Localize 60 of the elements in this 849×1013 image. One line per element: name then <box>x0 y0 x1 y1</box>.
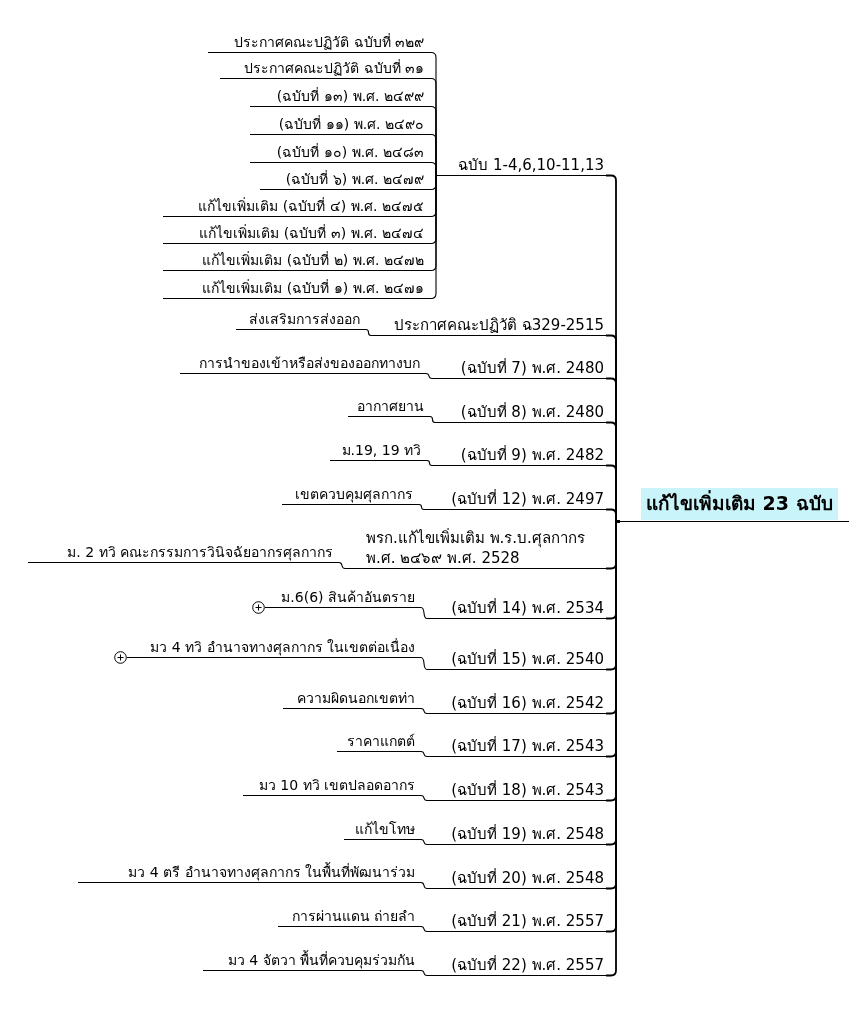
subtopic-label: มว 4 จัตวา พื้นที่ควบคุมร่วมกัน <box>203 951 421 971</box>
subtopic-label: ความผิดนอกเขตท่า <box>283 689 421 709</box>
branch-topic-label: (ฉบับที่ 16) พ.ศ. 2542 <box>427 692 606 714</box>
branch-line <box>418 503 425 511</box>
subtopic-label: แก้ไขเพิ่มเติม (ฉบับที่ ๔) พ.ศ. ๒๔๗๕ <box>163 197 430 217</box>
branch-topic-label: (ฉบับที่ 8) พ.ศ. 2480 <box>435 401 606 423</box>
branch-topic-label: ประกาศคณะปฏิวัติ ฉ329-2515 <box>371 314 606 336</box>
branch-line <box>420 925 428 933</box>
branch-line <box>420 656 428 671</box>
branch-topic-label: (ฉบับที่ 22) พ.ศ. 2557 <box>427 954 606 976</box>
branch-line <box>420 838 428 846</box>
branch-topic-label: (ฉบับที่ 14) พ.ศ. 2534 <box>427 597 606 619</box>
subtopic-label: มว 4 ตรี อำนาจทางศุลกากร ในพื้นที่พัฒนาร่วม <box>78 863 421 883</box>
branch-line <box>429 174 437 300</box>
subtopic-label: ม.6(6) สินค้าอันตราย <box>265 588 421 608</box>
subtopic-label: แก้ไขเพิ่มเติม (ฉบับที่ ๑) พ.ศ. ๒๔๗๑ <box>163 279 430 299</box>
subtopic-label: (ฉบับที่ ๑๓) พ.ศ. ๒๔๙๙ <box>250 87 430 107</box>
branch-topic-label: (ฉบับที่ 20) พ.ศ. 2548 <box>427 867 606 889</box>
subtopic-label: แก้ไขโทษ <box>344 820 421 840</box>
subtopic-label: การนำของเข้าหรือส่งของออกทางบก <box>180 354 426 374</box>
branch-topic-label: (ฉบับที่ 21) พ.ศ. 2557 <box>427 910 606 932</box>
subtopic-label: (ฉบับที่ ๖) พ.ศ. ๒๔๗๙ <box>260 170 430 190</box>
branch-line <box>365 328 372 337</box>
subtopic-label: (ฉบับที่ ๑๑) พ.ศ. ๒๔๙๐ <box>250 115 430 135</box>
subtopic-label: มว 4 ทวิ อำนาจทางศุลกากร ในเขตต่อเนื่อง <box>127 638 421 658</box>
branch-line <box>420 794 428 802</box>
subtopic-label: แก้ไขเพิ่มเติม (ฉบับที่ ๓) พ.ศ. ๒๔๗๔ <box>163 224 430 244</box>
branch-line <box>425 372 433 380</box>
subtopic-label: การผ่านแดน ถ่ายลำ <box>278 907 421 927</box>
subtopic-label: ส่งเสริมการส่งออก <box>236 310 366 330</box>
branch-line <box>420 969 428 977</box>
branch-topic-label: ฉบับ 1-4,6,10-11,13 <box>436 154 606 176</box>
branch-line <box>429 415 436 424</box>
subtopic-label: ประกาศคณะปฏิวัติ ฉบับที่ ๓๑ <box>220 59 430 79</box>
branch-topic-label: (ฉบับที่ 7) พ.ศ. 2480 <box>432 357 606 379</box>
branch-line <box>420 707 428 715</box>
central-topic-title: แก้ไขเพิ่มเติม 23 ฉบับ <box>641 488 838 520</box>
subtopic-label: (ฉบับที่ ๑๐) พ.ศ. ๒๔๘๓ <box>250 143 430 163</box>
branch-topic-label: (ฉบับที่ 15) พ.ศ. 2540 <box>427 648 606 670</box>
subtopic-label: อากาศยาน <box>348 397 430 417</box>
subtopic-label: แก้ไขเพิ่มเติม (ฉบับที่ ๒) พ.ศ. ๒๔๗๒ <box>163 251 430 271</box>
branch-line <box>338 561 346 570</box>
subtopic-label: มว 10 ทวิ เขตปลอดอากร <box>243 776 421 796</box>
subtopic-label: ม. 2 ทวิ คณะกรรมการวินิจฉัยอากรศุลกากร <box>28 543 339 563</box>
branch-topic-label: (ฉบับที่ 12) พ.ศ. 2497 <box>424 488 606 510</box>
branch-topic-label: (ฉบับที่ 19) พ.ศ. 2548 <box>427 823 606 845</box>
subtopic-label: ราคาแกตต์ <box>337 732 421 752</box>
branch-line <box>420 881 428 890</box>
branch-line <box>429 161 437 177</box>
subtopic-label: เขตควบคุมศุลกากร <box>282 485 419 505</box>
branch-topic-label: พรก.แก้ไขเพิ่มเติม พ.ร.บ.ศุลกากร พ.ศ. ๒๔๖๙ พ.ศ. 2528 <box>345 527 606 569</box>
branch-topic-label: (ฉบับที่ 18) พ.ศ. 2543 <box>427 779 606 801</box>
subtopic-label: ประกาศคณะปฏิวัติ ฉบับที่ ๓๒๙ <box>208 33 430 53</box>
branch-topic-label: (ฉบับที่ 17) พ.ศ. 2543 <box>427 735 606 757</box>
central-topic <box>620 488 849 522</box>
branch-line <box>420 606 428 620</box>
branch-line <box>420 750 428 758</box>
subtopic-label: ม.19, 19 ทวิ <box>330 441 427 461</box>
branch-topic-label: (ฉบับที่ 9) พ.ศ. 2482 <box>432 444 606 466</box>
branch-line <box>426 459 433 467</box>
